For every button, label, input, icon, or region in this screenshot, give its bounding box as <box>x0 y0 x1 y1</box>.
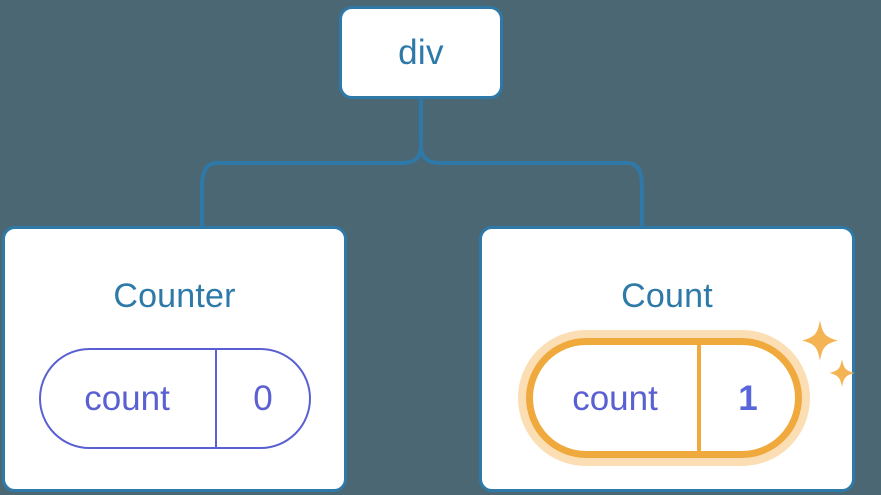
connector-branch-right <box>419 143 644 228</box>
state-value: 1 <box>738 378 758 418</box>
root-node-label: div <box>398 33 444 72</box>
component-title: Count <box>621 277 713 315</box>
tree-node-root[interactable]: div <box>339 6 503 99</box>
state-pill-counter[interactable]: count 0 <box>39 348 311 449</box>
component-title: Counter <box>113 277 236 315</box>
state-pill-count[interactable]: count 1 <box>526 338 802 458</box>
state-pill-count-highlight-ring: count 1 <box>518 330 810 466</box>
connector-branch-left <box>200 143 423 228</box>
state-key: count <box>533 345 701 451</box>
state-value: 0 <box>253 379 273 418</box>
state-key: count <box>41 350 217 447</box>
